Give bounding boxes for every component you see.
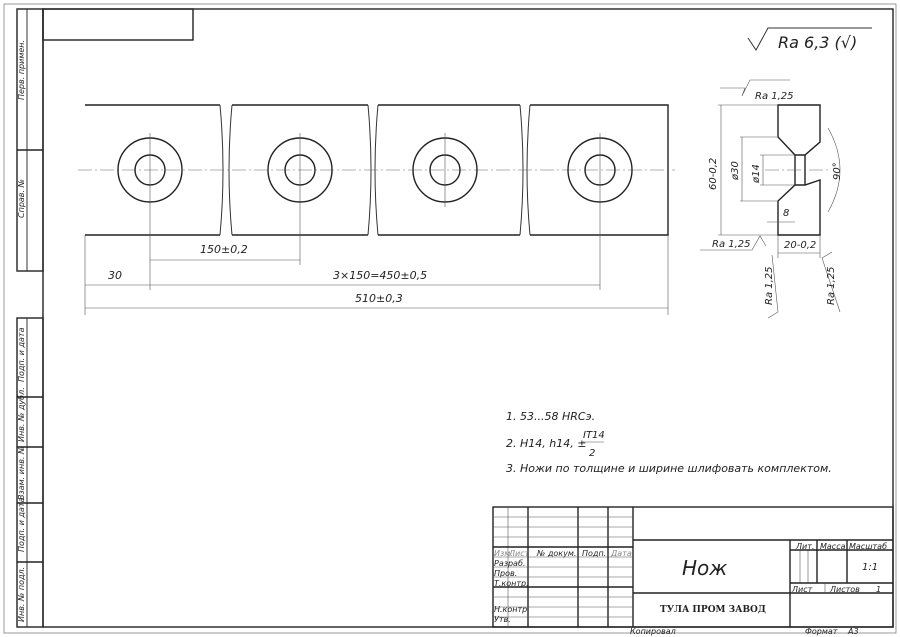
note-3: 3. Ножи по толщине и ширине шлифовать ко… [506,462,832,475]
section-view: 60-0,2 ø30 ø14 8 90° 20-0,2 Ra 1,25 Ra 1… [700,79,843,319]
technical-notes: 1. 53...58 HRCэ. 2. H14, h14, ± IT14 2 3… [506,410,832,475]
dim-depth: 8 [783,208,789,219]
note-2: 2. H14, h14, ± [506,437,586,450]
dim-height: 60-0,2 [708,158,719,190]
stamp-inv-dubl: Инв. № дубл. [17,387,26,442]
svg-text:Масса: Масса [820,542,846,551]
svg-text:Разраб.: Разраб. [494,559,525,568]
svg-text:Изм.: Изм. [494,549,513,558]
svg-text:Утв.: Утв. [494,615,511,624]
dim-angle: 90° [832,162,843,180]
stamp-sprav: Справ. № [17,179,26,218]
dim-pitch: 150±0,2 [200,243,248,256]
dim-countersink: ø30 [730,161,741,181]
svg-text:Подп.: Подп. [582,549,606,558]
svg-text:1: 1 [876,585,881,594]
side-stamp: Перв. примен. Справ. № Подп. и дата Инв.… [16,8,44,628]
svg-text:Дата: Дата [610,549,632,558]
svg-text:Лист: Лист [508,549,530,558]
svg-text:Т.контр.: Т.контр. [494,579,529,588]
format-value: A3 [847,627,859,636]
hole [117,133,183,290]
plan-view: 150±0,2 30 3×150=450±0,5 510±0,3 [78,104,675,315]
dim-chain: 3×150=450±0,5 [333,269,427,282]
svg-text:Листов: Листов [829,585,860,594]
dim-overall: 510±0,3 [355,292,403,305]
dim-hole: ø14 [751,164,762,184]
svg-text:Лист: Лист [791,585,813,594]
svg-text:Масштаб: Масштаб [849,542,887,551]
svg-text:Н.контр.: Н.контр. [494,605,530,614]
general-roughness: Ra 6,3 (√) [747,27,872,52]
hole [412,133,478,207]
hole [567,133,633,290]
svg-text:Пров.: Пров. [494,569,517,578]
roughness-top: Ra 1,25 [755,91,794,102]
scale-value: 1:1 [862,562,878,573]
svg-text:Ra 6,3 (√): Ra 6,3 (√) [778,33,857,52]
copied-label: Копировал [630,627,676,636]
stamp-perv: Перв. примен. [17,40,26,100]
title-block: Изм. Лист № докум. Подп. Дата Разраб. Пр… [492,506,894,628]
stamp-inv-podl: Инв. № подл. [17,567,26,622]
sheet-edge [3,3,897,634]
part-name: Нож [682,556,727,580]
roughness-bottom: Ra 1,25 [712,239,751,250]
format-label: Формат [805,627,838,636]
note-2-denominator: 2 [589,448,595,459]
svg-text:№ докум.: № докум. [536,549,576,558]
svg-text:Лит.: Лит. [795,542,814,551]
dim-thickness: 20-0,2 [784,240,816,251]
stamp-podp2: Подп. и дата [17,497,26,552]
company-name: ТУЛА ПРОМ ЗАВОД [660,605,766,615]
roughness-left: Ra 1,25 [764,266,775,305]
stamp-podp1: Подп. и дата [17,327,26,382]
roughness-right: Ra 1,25 [826,266,837,305]
note-2-numerator: IT14 [583,430,605,441]
hole [267,133,333,265]
stamp-vzam: Взам. инв. № [17,446,26,500]
note-1: 1. 53...58 HRCэ. [506,410,595,423]
dim-edge: 30 [108,269,122,282]
